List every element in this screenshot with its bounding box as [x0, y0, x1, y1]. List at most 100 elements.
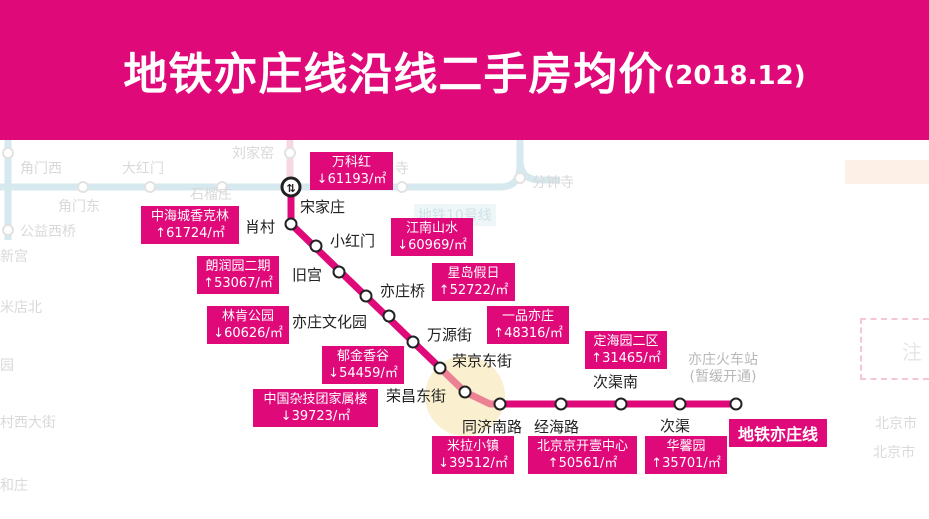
trend-arrow-icon: ↓	[316, 172, 328, 187]
listing-price: 53067/㎡	[214, 276, 273, 291]
station-marker	[673, 397, 687, 411]
price-box: 米拉小镇 ↓39512/㎡	[432, 436, 514, 474]
bg-station: 公益西桥	[20, 224, 76, 240]
price-box: 万科红↓61193/㎡	[310, 152, 393, 190]
listing-name: 林肯公园	[221, 309, 274, 324]
listing-price: 50561/㎡	[558, 456, 618, 471]
trend-arrow-icon: ↓	[328, 366, 340, 381]
listing-name: 定海园二区	[593, 334, 659, 349]
station-label: 肖村	[245, 218, 276, 236]
trend-arrow-icon: ↓	[213, 326, 225, 341]
price-box: 北京京开壹中心 ↑50561/㎡	[528, 436, 637, 474]
listing-price: 54459/㎡	[339, 366, 398, 381]
bg-footer: 北京市	[875, 416, 917, 432]
title-date: (2018.12)	[663, 61, 806, 91]
trend-arrow-icon: ↓	[397, 238, 409, 253]
bg-station: 寺	[395, 161, 409, 177]
station-label: 次渠	[660, 417, 691, 435]
station-label: 亦庄文化园	[292, 313, 368, 331]
price-box: 中海城香克林 ↑61724/㎡	[141, 206, 239, 244]
station-marker	[284, 217, 298, 231]
price-box: 江南山水 ↓60969/㎡	[391, 218, 473, 256]
price-box: 朗润园二期 ↑53067/㎡	[197, 256, 279, 294]
station-marker	[382, 309, 396, 323]
listing-name: 一品亦庄	[501, 309, 554, 324]
station-label: 小红门	[330, 232, 376, 250]
station-label: 荣京东街	[452, 352, 513, 370]
listing-price: 61193/㎡	[327, 172, 387, 187]
station-marker	[554, 397, 568, 411]
listing-name: 米拉小镇	[446, 439, 499, 454]
listing-price: 39512/㎡	[449, 456, 508, 471]
station-marker	[309, 239, 323, 253]
bg-station: 角门西	[20, 161, 62, 177]
price-box: 郁金香谷 ↓54459/㎡	[322, 346, 404, 384]
station-label: 荣昌东街	[386, 387, 447, 405]
transfer-icon: ⇅	[280, 176, 302, 198]
trend-arrow-icon: ↓	[438, 456, 450, 471]
bg-station: 角门东	[58, 199, 100, 215]
trend-arrow-icon: ↑	[651, 456, 663, 471]
station-label: 旧宫	[292, 266, 323, 284]
page-title: 地铁亦庄线沿线二手房均价	[123, 49, 664, 100]
listing-name: 朗润园二期	[205, 259, 271, 274]
station-label: 经海路	[534, 418, 580, 436]
station-label: 宋家庄	[300, 198, 346, 216]
trend-arrow-icon: ↓	[280, 409, 292, 424]
listing-name: 郁金香谷	[336, 349, 389, 364]
listing-name: 万科红	[331, 155, 371, 170]
bg-station: 石榴庄	[190, 187, 232, 203]
bg-station: 分钟寺	[532, 175, 574, 191]
bg-station: 大红门	[122, 161, 164, 177]
station-marker	[458, 385, 472, 399]
station-marker	[614, 397, 628, 411]
inactive-station-label: 亦庄火车站 (暂缓开通)	[688, 352, 758, 385]
trend-arrow-icon: ↑	[438, 283, 450, 298]
listing-price: 39723/㎡	[291, 409, 351, 424]
trend-arrow-icon: ↑	[591, 351, 603, 366]
listing-price: 60626/㎡	[224, 326, 283, 341]
price-box: 林肯公园 ↓60626/㎡	[207, 306, 289, 344]
listing-name: 江南山水	[405, 221, 458, 236]
listing-name: 中海城香克林	[150, 209, 229, 224]
station-label: 次渠南	[593, 373, 639, 391]
station-marker	[729, 397, 743, 411]
trend-arrow-icon: ↑	[155, 226, 167, 241]
bg-station: 刘家窑	[232, 146, 274, 162]
bg-legend-box	[845, 160, 929, 184]
station-marker	[332, 265, 346, 279]
background-stations	[2, 147, 526, 236]
listing-name: 北京京开壹中心	[536, 439, 628, 454]
listing-name: 华馨园	[666, 439, 706, 454]
listing-price: 60969/㎡	[408, 238, 467, 253]
trend-arrow-icon: ↑	[493, 326, 505, 341]
price-box: 一品亦庄 ↑48316/㎡	[487, 306, 569, 344]
listing-name: 星岛假日	[447, 266, 500, 281]
listing-price: 52722/㎡	[449, 283, 509, 298]
title-banner: 地铁亦庄线沿线二手房均价 (2018.12)	[0, 0, 929, 140]
listing-name: 中国杂技团家属楼	[263, 392, 368, 407]
note-box: 注	[860, 318, 929, 380]
trend-arrow-icon: ↑	[547, 456, 559, 471]
bg-station: 米店北	[0, 300, 42, 316]
station-marker	[493, 397, 507, 411]
price-box: 中国杂技团家属楼 ↓39723/㎡	[253, 389, 378, 427]
price-box: 定海园二区 ↑31465/㎡	[585, 331, 667, 369]
svg-text:⇅: ⇅	[286, 182, 295, 195]
price-box: 华馨园↑35701/㎡	[645, 436, 727, 474]
bg-station: 园	[0, 358, 14, 374]
station-label: 同济南路	[462, 418, 523, 436]
bg-footer: 北京市	[873, 445, 915, 461]
station-marker	[433, 361, 447, 375]
station-marker	[359, 289, 373, 303]
station-marker	[406, 335, 420, 349]
listing-price: 61724/㎡	[166, 226, 225, 241]
trend-arrow-icon: ↑	[203, 276, 215, 291]
station-label: 万源街	[427, 326, 473, 344]
bg-station: 和庄	[0, 478, 28, 494]
listing-price: 35701/㎡	[662, 456, 721, 471]
listing-price: 48316/㎡	[504, 326, 563, 341]
listing-price: 31465/㎡	[602, 351, 661, 366]
bg-station: 新宫	[0, 249, 28, 265]
